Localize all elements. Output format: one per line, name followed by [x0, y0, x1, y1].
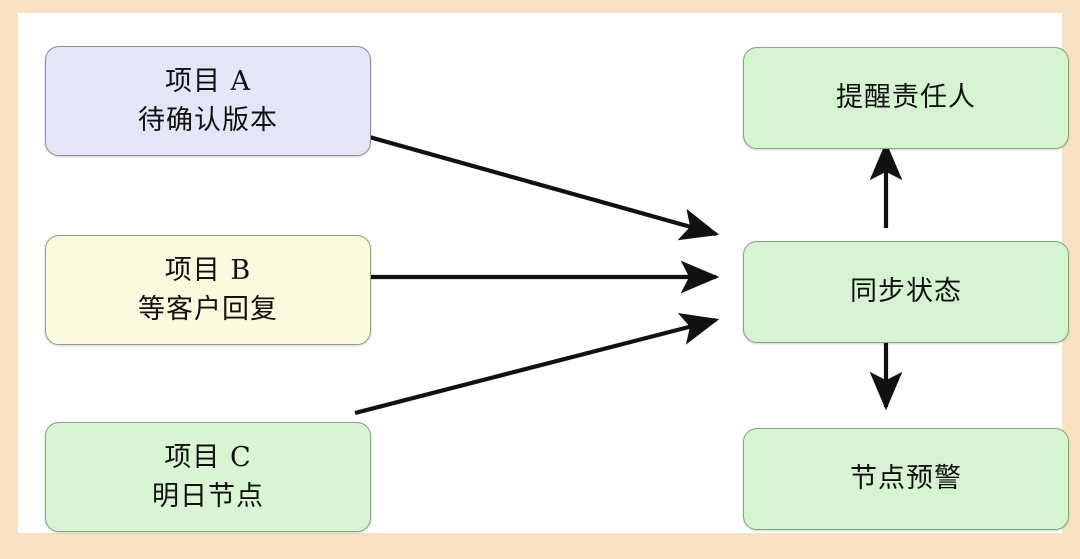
node-project-a-subtitle: 待确认版本 [138, 104, 278, 136]
node-project-b[interactable]: 项目 B 等客户回复 [45, 235, 371, 345]
node-milestone-alert[interactable]: 节点预警 [743, 428, 1069, 530]
node-project-c[interactable]: 项目 C 明日节点 [45, 422, 371, 532]
node-project-a-title: 项目 A [164, 66, 252, 98]
edge-a-sync [354, 130, 720, 241]
node-milestone-alert-label: 节点预警 [850, 463, 962, 495]
node-project-c-title: 项目 C [164, 442, 252, 474]
node-project-b-subtitle: 等客户回复 [138, 293, 278, 325]
node-project-a[interactable]: 项目 A 待确认版本 [45, 46, 371, 156]
node-remind-owner-label: 提醒责任人 [836, 82, 976, 114]
node-project-b-title: 项目 B [164, 255, 252, 287]
node-sync-status[interactable]: 同步状态 [743, 241, 1069, 343]
node-project-c-subtitle: 明日节点 [152, 480, 264, 512]
node-remind-owner[interactable]: 提醒责任人 [743, 47, 1069, 149]
node-sync-status-label: 同步状态 [850, 276, 962, 308]
diagram-inner-panel: 项目 A 待确认版本 项目 B 等客户回复 项目 C 明日节点 提醒责任人 同步… [18, 13, 1069, 533]
edge-c-sync [354, 312, 720, 416]
